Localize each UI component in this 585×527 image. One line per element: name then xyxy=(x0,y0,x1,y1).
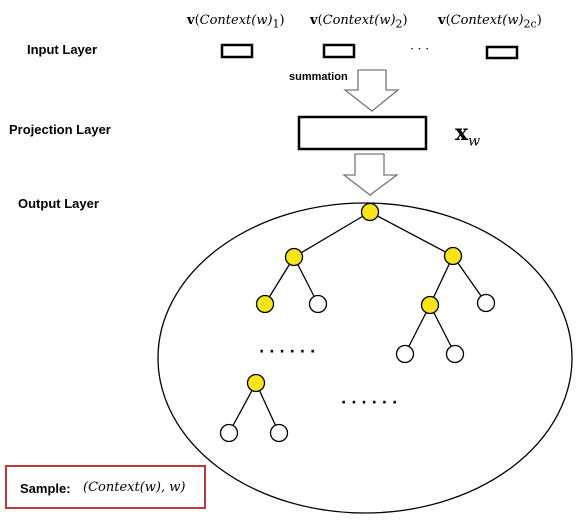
tree-node xyxy=(269,423,289,443)
projection-box xyxy=(297,115,428,151)
input-vector-box-2 xyxy=(322,43,356,59)
sample-label: Sample: xyxy=(20,481,71,496)
context-vector-2c: v(Context(w)2c) xyxy=(438,13,542,31)
tree-node-highlighted xyxy=(246,373,266,393)
tree-ellipsis-left: · · · · · · xyxy=(259,344,315,360)
sample-value: (Context(w), w) xyxy=(83,480,186,495)
input-ellipsis: · · · xyxy=(410,42,430,56)
projection-vector-xw: xw xyxy=(455,120,481,150)
tree-node xyxy=(395,344,415,364)
tree-node-highlighted xyxy=(360,202,380,222)
tree-node xyxy=(445,344,465,364)
output-layer-label: Output Layer xyxy=(18,196,99,211)
tree-node-highlighted xyxy=(420,295,440,315)
summation-arrow xyxy=(343,69,400,112)
context-vector-2: v(Context(w)2) xyxy=(310,13,408,31)
tree-ellipsis-right: · · · · · · xyxy=(341,395,397,411)
output-layer-ellipse xyxy=(157,202,573,514)
projection-layer-label: Projection Layer xyxy=(9,122,111,137)
input-vector-box-1 xyxy=(220,43,254,59)
tree-node xyxy=(476,293,496,313)
context-vector-1: v(Context(w)1) xyxy=(187,13,285,31)
sample-box xyxy=(5,465,206,509)
output-arrow xyxy=(342,153,399,196)
tree-node-highlighted xyxy=(284,247,304,267)
input-layer-label: Input Layer xyxy=(27,42,98,57)
tree-node-highlighted xyxy=(443,246,463,266)
summation-label: summation xyxy=(289,71,348,83)
tree-node-highlighted xyxy=(255,294,275,314)
tree-node xyxy=(219,423,239,443)
tree-node xyxy=(308,294,328,314)
input-vector-box-2c xyxy=(485,45,519,60)
